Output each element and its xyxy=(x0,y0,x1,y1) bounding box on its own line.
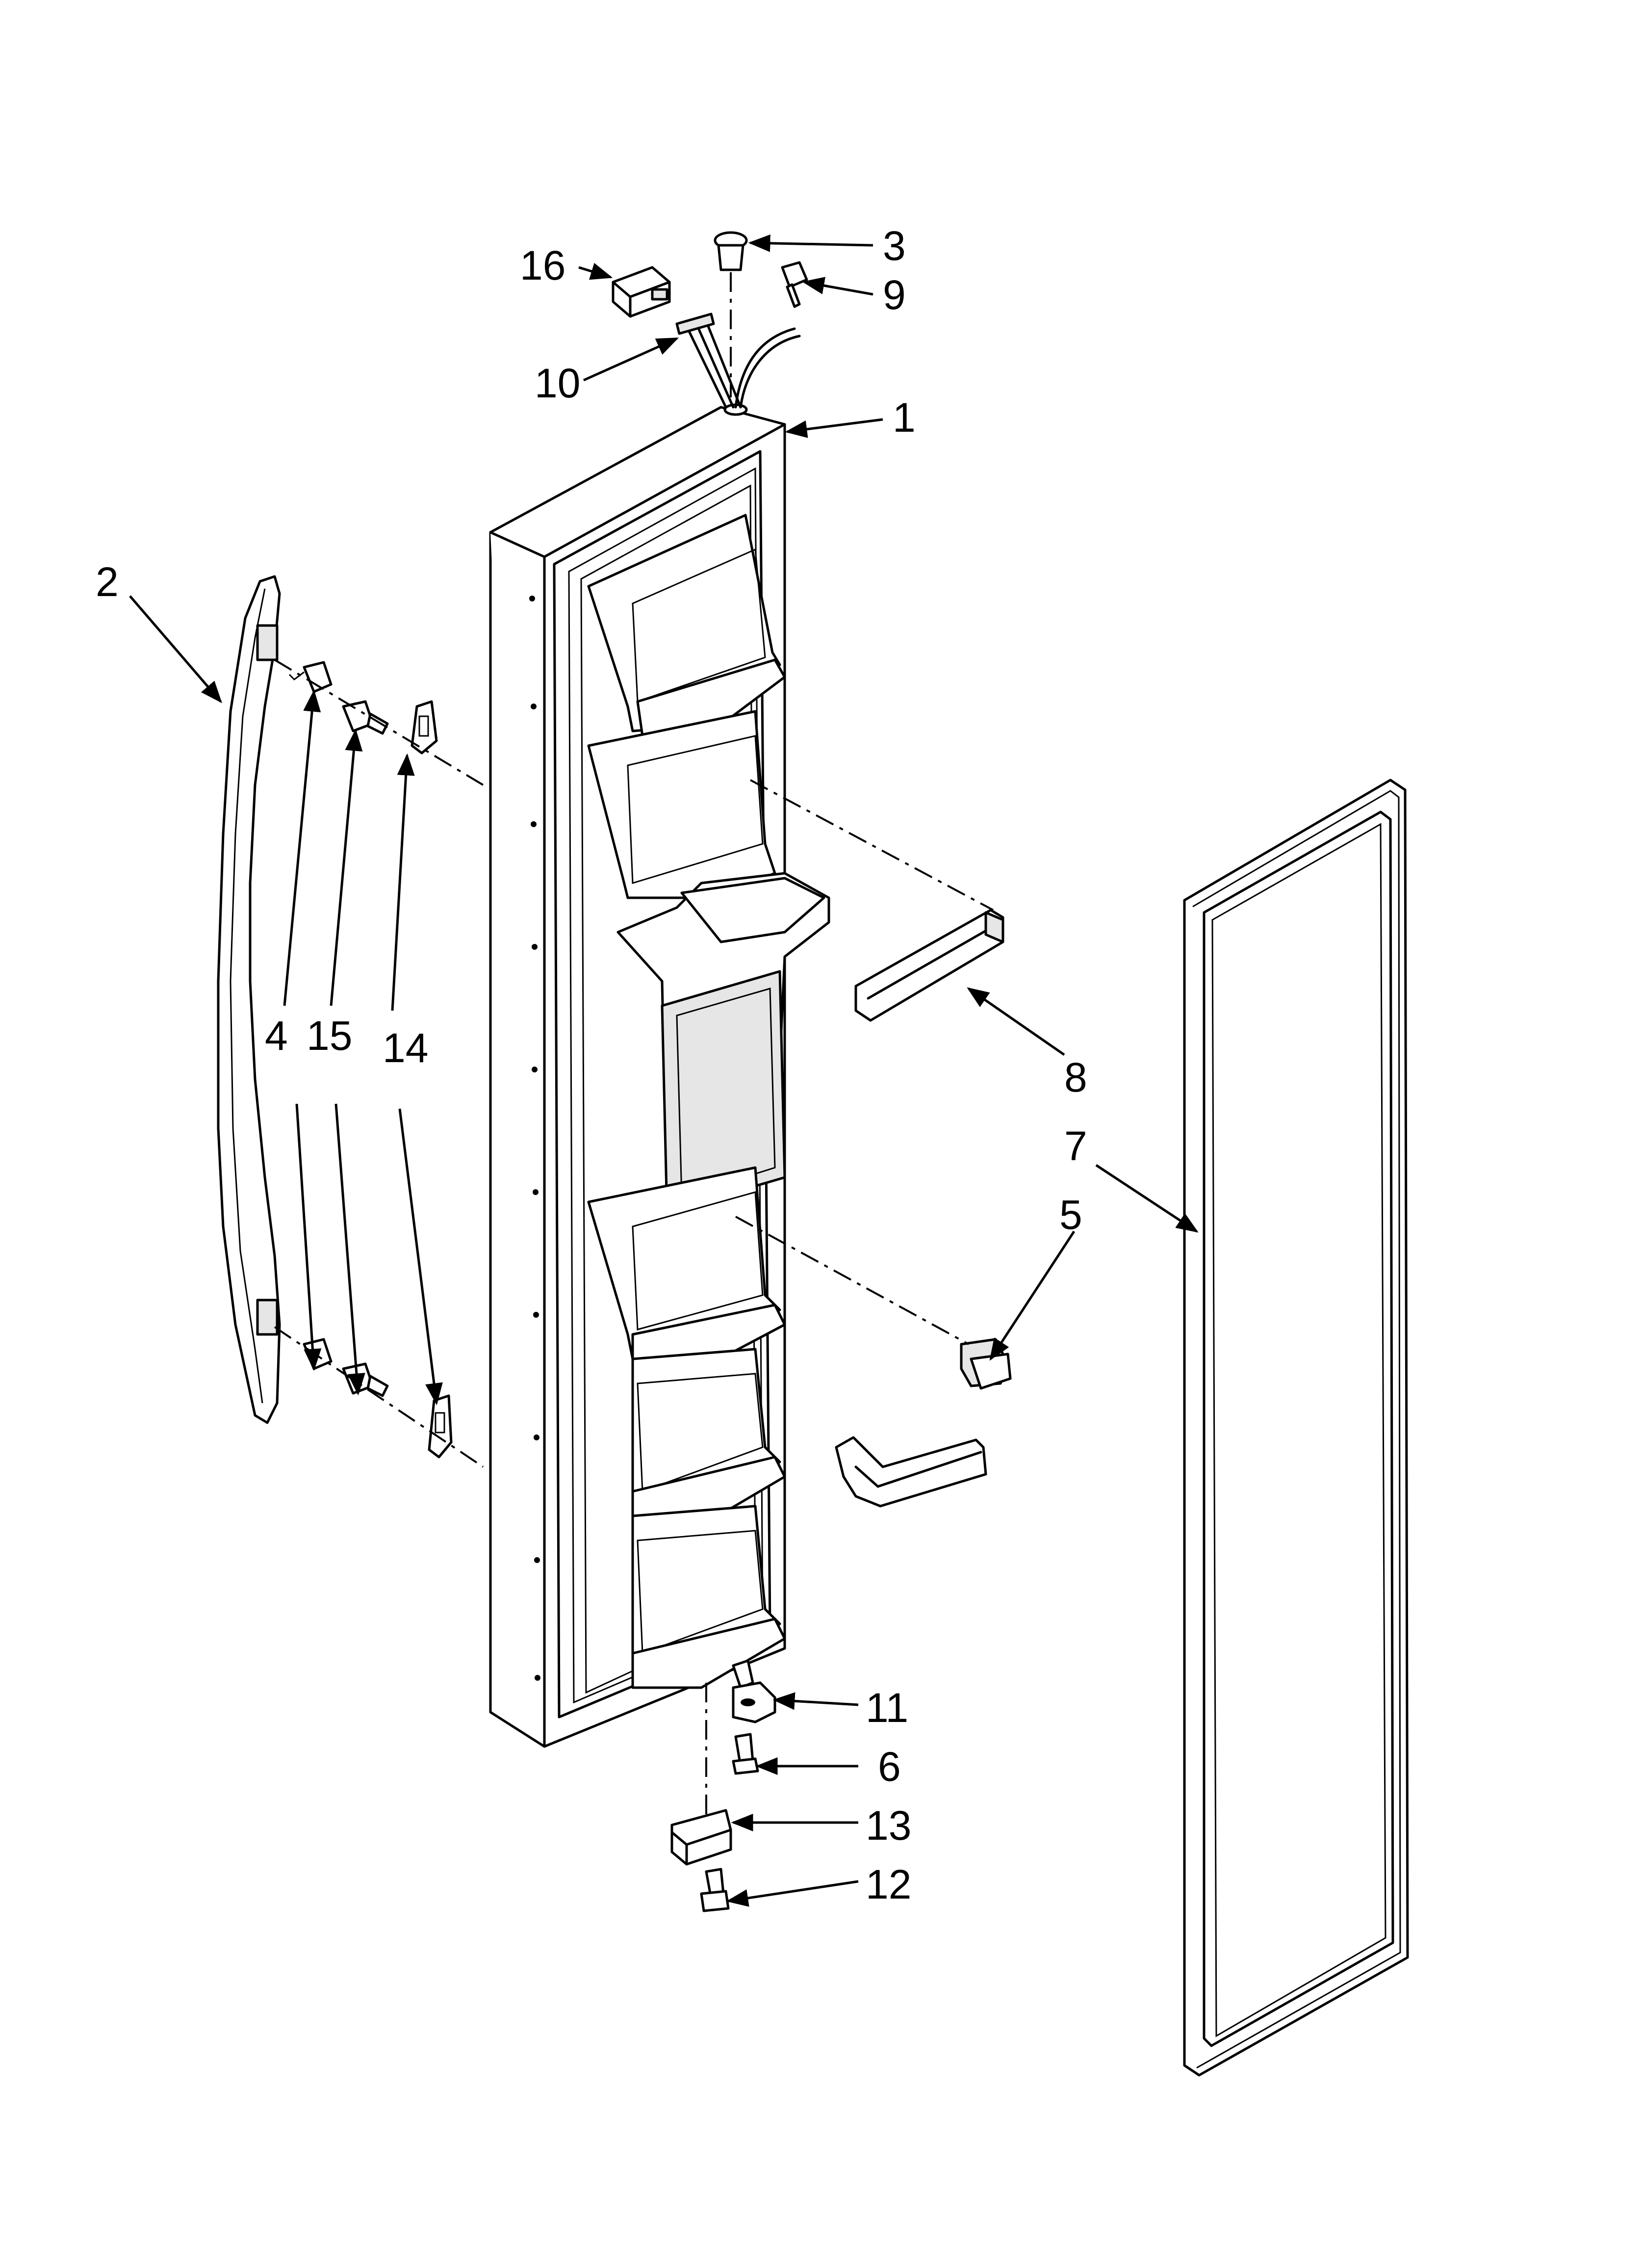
door-gasket xyxy=(1183,779,1409,2077)
hinge-screw-bottom xyxy=(700,1868,730,1912)
callout-10: 10 xyxy=(535,360,580,406)
mounting-clip-lower xyxy=(428,1394,453,1459)
callout-14: 14 xyxy=(383,1025,428,1071)
mounting-clip-upper xyxy=(410,700,438,755)
callout-2: 2 xyxy=(96,559,119,605)
door-shelf-bin xyxy=(835,1338,1012,1508)
handle-stud-lower xyxy=(342,1362,389,1397)
callout-13: 13 xyxy=(866,1802,911,1849)
wire-harness xyxy=(675,313,801,409)
handle-screw-lower xyxy=(303,1338,333,1370)
callout-12: 12 xyxy=(866,1861,911,1907)
callout-16: 16 xyxy=(520,242,565,288)
door-edge-holes xyxy=(529,596,540,1681)
hinge-bracket-lower xyxy=(670,1809,732,1866)
callout-labels: 3 16 9 10 1 2 4 15 14 8 7 5 11 6 13 12 xyxy=(96,223,1087,1907)
handle-screw-upper xyxy=(288,661,333,693)
callout-1: 1 xyxy=(893,394,916,441)
hinge-bushing-bracket xyxy=(732,1659,776,1723)
wire-connector xyxy=(612,266,671,318)
callout-7: 7 xyxy=(1064,1123,1087,1169)
door-handle xyxy=(217,575,281,1424)
hinge-screw-middle xyxy=(732,1733,759,1775)
callout-3: 3 xyxy=(883,223,906,269)
callout-5: 5 xyxy=(1059,1192,1082,1238)
callout-8: 8 xyxy=(1064,1054,1087,1100)
callout-4: 4 xyxy=(265,1013,288,1059)
door-assembly xyxy=(489,403,830,1748)
leader-lines xyxy=(129,234,1199,1907)
callout-6: 6 xyxy=(878,1744,901,1790)
handle-stud-upper xyxy=(342,700,389,735)
hinge-screw-top xyxy=(781,261,808,308)
lower-bins xyxy=(587,1166,786,1689)
callout-15: 15 xyxy=(307,1013,352,1059)
dispenser-rail xyxy=(854,909,1004,1022)
callout-11: 11 xyxy=(866,1685,908,1731)
callout-9: 9 xyxy=(883,272,906,318)
light-switch-plug xyxy=(714,231,748,271)
